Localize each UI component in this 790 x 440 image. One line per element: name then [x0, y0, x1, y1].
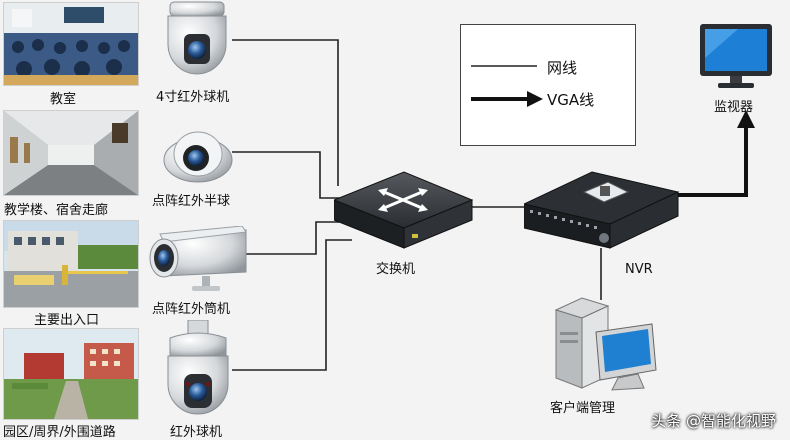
monitor-icon	[700, 24, 772, 88]
dome4-label: 4寸红外球机	[156, 90, 230, 105]
monitor-label: 监视器	[714, 100, 754, 115]
watermark-text: 头条 @智能化视野	[651, 412, 776, 430]
bullet-camera-icon	[149, 226, 247, 291]
legend-network-label: 网线	[547, 59, 578, 77]
halfdome-camera-icon	[163, 131, 233, 183]
legend-network-line	[471, 65, 537, 67]
halfdome-label: 点阵红外半球	[152, 194, 231, 209]
client-label: 客户端管理	[550, 401, 616, 416]
entrance-label: 主要出入口	[34, 313, 100, 328]
perimeter-label: 园区/周界/外围道路	[3, 425, 116, 440]
cable-bullet	[246, 221, 348, 255]
cable-dome4	[232, 39, 339, 186]
legend-vga-label: VGA线	[547, 91, 595, 109]
perimeter-photo	[3, 328, 139, 420]
corridor-photo	[3, 110, 139, 196]
vga-nvr-monitor	[670, 125, 748, 197]
cable-ptz	[232, 239, 352, 371]
corridor-label: 教学楼、宿舍走廊	[4, 203, 109, 218]
switch-icon	[334, 171, 474, 249]
legend-vga-arrow	[471, 91, 543, 107]
classroom-photo	[3, 2, 139, 86]
classroom-label: 教室	[50, 92, 77, 107]
client-pc-icon	[554, 297, 657, 391]
switch-label: 交换机	[376, 262, 416, 277]
cable-halfdome	[232, 151, 350, 199]
nvr-label: NVR	[625, 262, 653, 277]
ptz-label: 红外球机	[170, 425, 223, 440]
nvr-icon	[524, 171, 680, 249]
bullet-label: 点阵红外筒机	[152, 302, 231, 317]
vga-arrowhead	[737, 110, 755, 128]
legend: 网线 VGA线	[460, 24, 636, 146]
ptz-camera-icon	[167, 320, 229, 415]
dome4-camera-icon	[167, 1, 227, 75]
entrance-photo	[3, 220, 139, 308]
